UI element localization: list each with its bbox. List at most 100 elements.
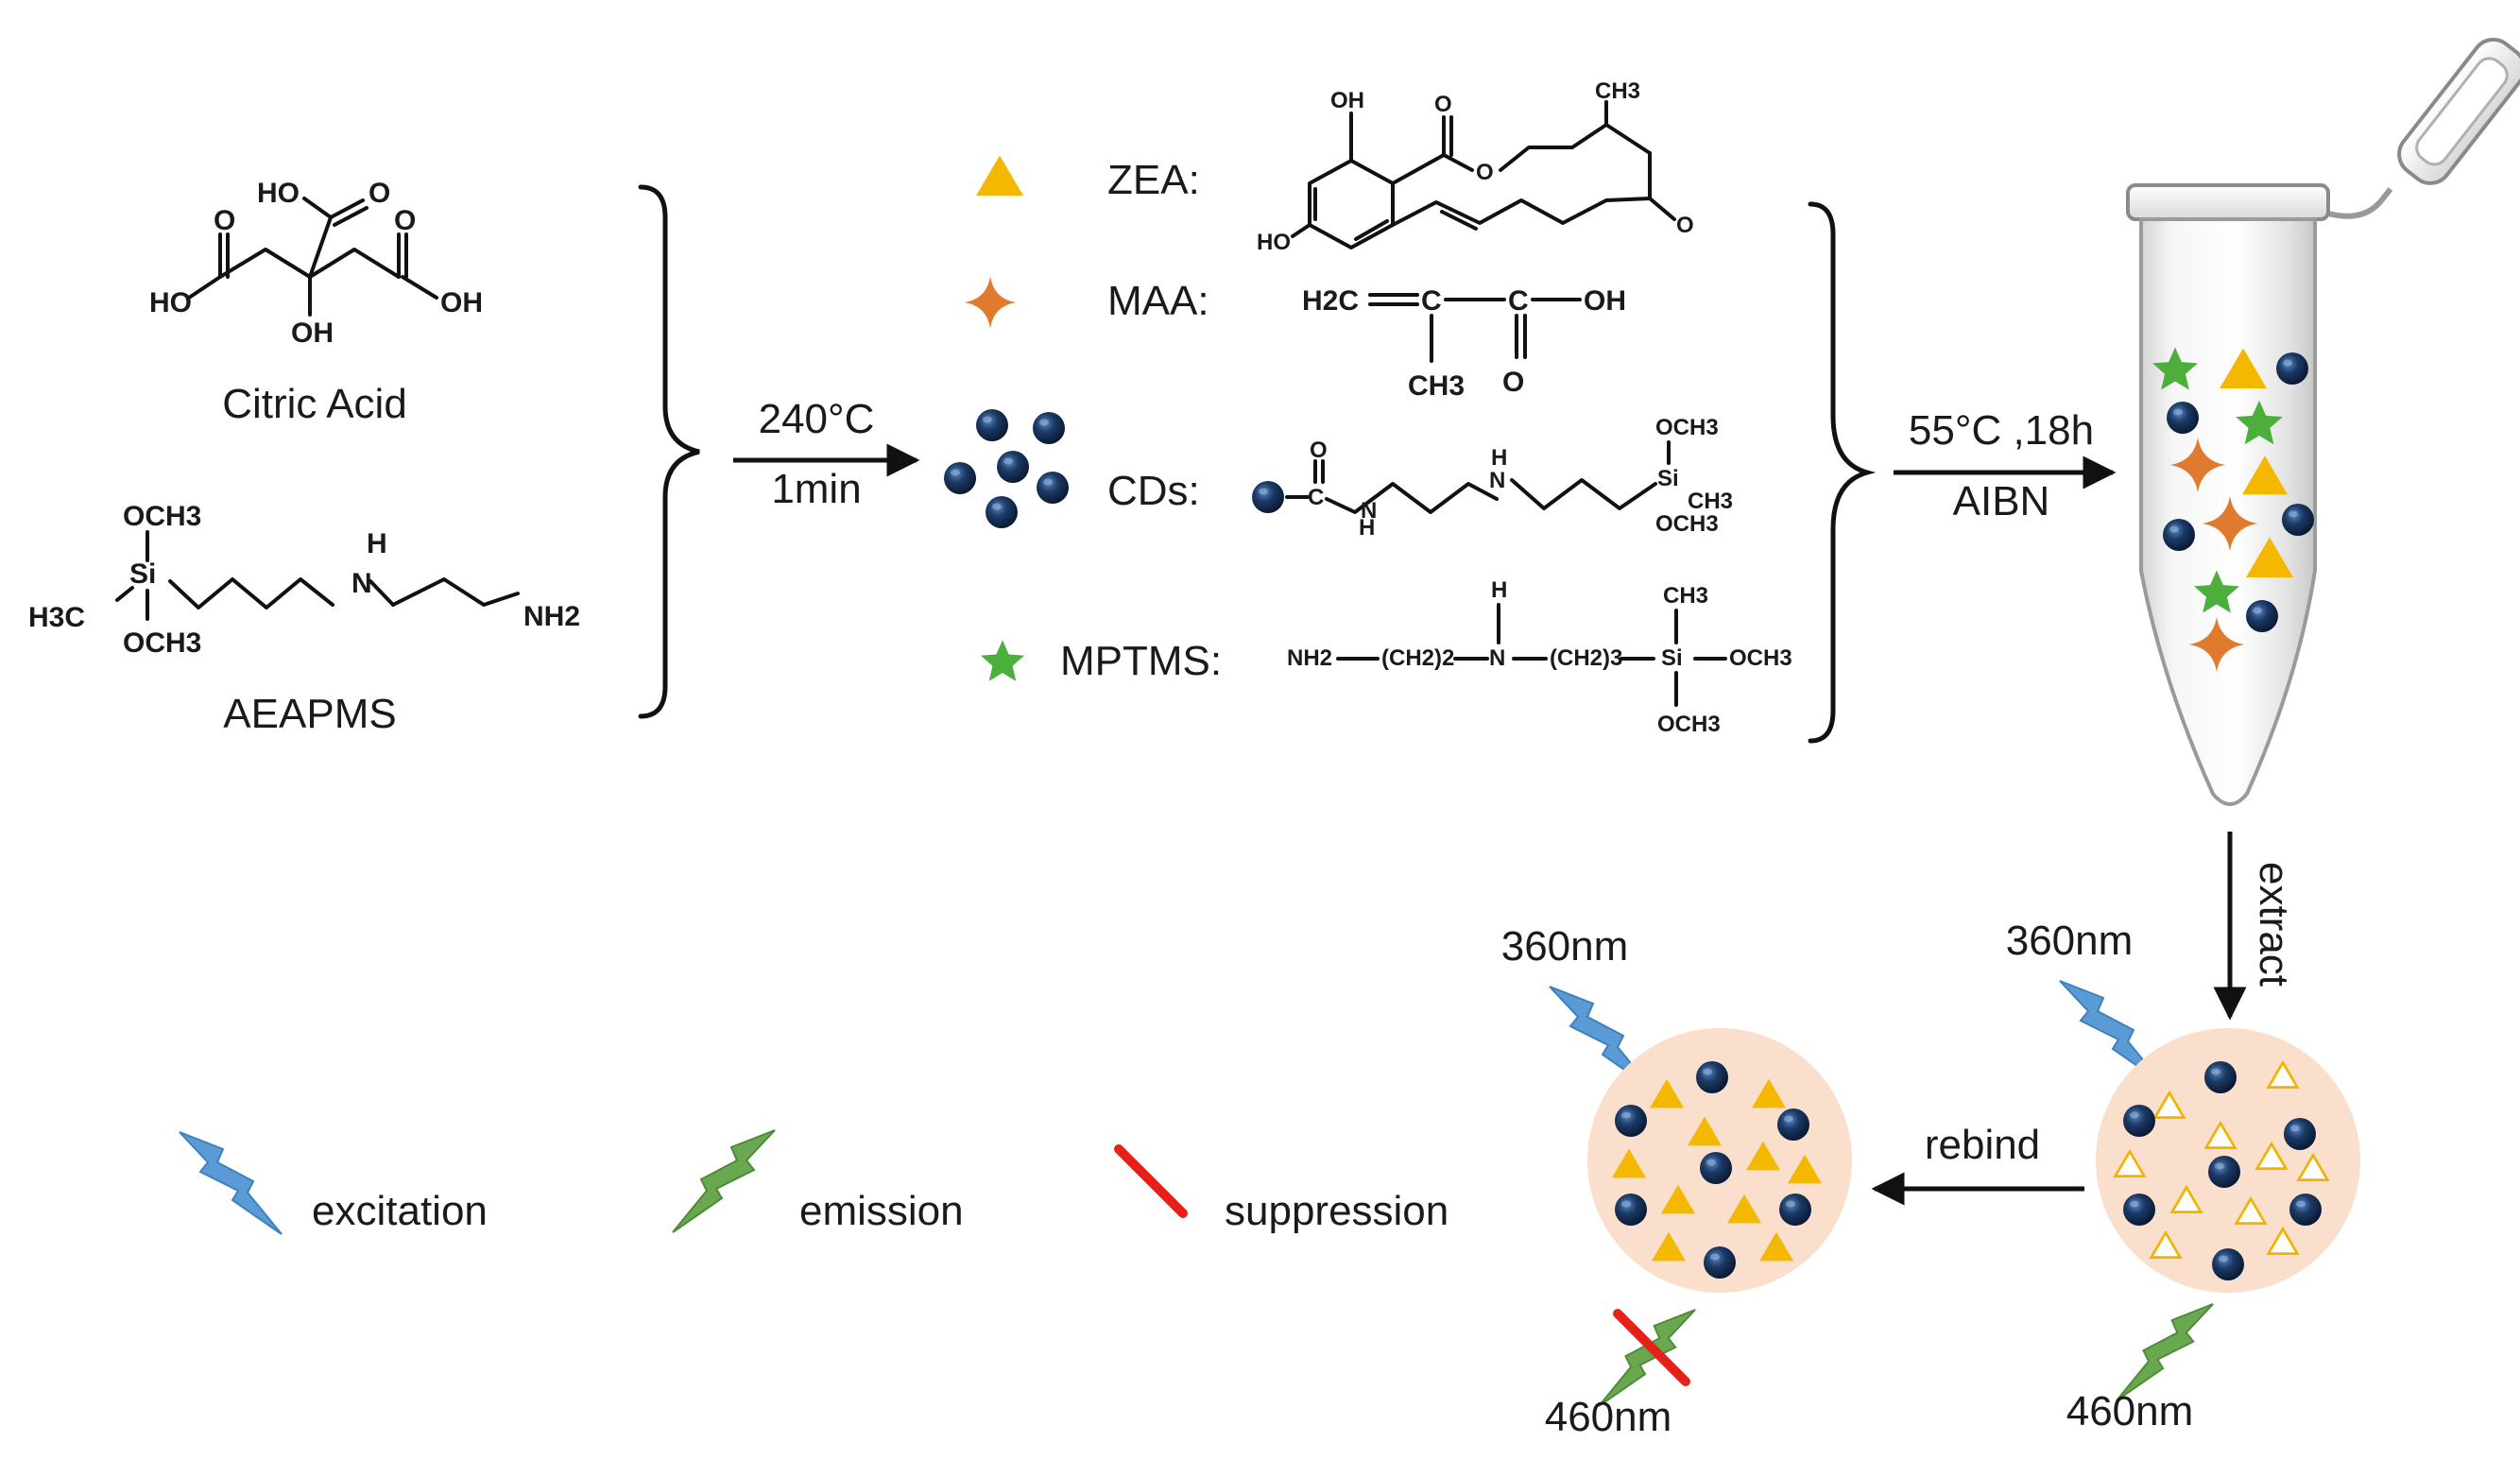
- aeapms-structure: OCH3 Si H3C OCH3 H N NH2: [28, 501, 580, 659]
- citric-acid-right-oh-bond: [401, 275, 438, 300]
- cd-particle: [2204, 1061, 2237, 1093]
- mptms-och3-bottom: OCH3: [1657, 712, 1721, 737]
- mptms-star-icon: [980, 640, 1025, 681]
- aeapms-propyl-chain: [168, 577, 334, 610]
- zea-structure: OH O O CH3 HO O: [1257, 78, 1694, 255]
- citric-acid-o-top: O: [369, 178, 390, 209]
- aeapms-och3-top: OCH3: [123, 501, 201, 532]
- right-brace: [1808, 201, 1877, 744]
- citric-acid-co-double-bond-2: [333, 206, 369, 227]
- left-emission-bolt-icon: [1598, 1309, 1697, 1408]
- legend-suppression-line-icon: [1114, 1144, 1188, 1218]
- legend-suppression-label: suppression: [1225, 1188, 1449, 1234]
- cd-particle: [1696, 1061, 1728, 1093]
- cds-label: CDs:: [1107, 468, 1200, 514]
- cds-chain-1: [1325, 482, 1499, 514]
- zea-benzene-ring: [1308, 159, 1395, 249]
- citric-acid-co-double-bond: [329, 198, 365, 219]
- zea-o-ring: O: [1476, 160, 1494, 185]
- legend: excitation emission suppression: [179, 1129, 1449, 1235]
- cd-particle: [2167, 402, 2199, 434]
- maa-star-icon: [964, 276, 1017, 329]
- citric-acid-o-left: O: [214, 205, 235, 236]
- cds-h1: H: [1359, 515, 1375, 541]
- extract-label: extract: [2251, 862, 2297, 987]
- left-emission-wavelength: 460nm: [1545, 1394, 1672, 1440]
- tube-lid: [2397, 37, 2520, 185]
- carbon-dots-cluster: [944, 409, 1069, 528]
- step2-condition: 55°C ,18h: [1909, 407, 2094, 454]
- zea-ester-chain: [1391, 153, 1474, 185]
- cd-particle: [1700, 1152, 1732, 1184]
- citric-acid-left-oh-bond: [187, 275, 222, 300]
- zea-oh: OH: [1330, 88, 1364, 113]
- cd-particle: [2284, 1118, 2316, 1150]
- carbon-dot: [944, 462, 976, 494]
- cds-h2: H: [1491, 445, 1507, 471]
- zea-triangle-icon: [976, 155, 1023, 196]
- aeapms-h: H: [367, 528, 387, 559]
- cd-particle: [2289, 1194, 2322, 1226]
- right-excitation-wavelength: 360nm: [2006, 918, 2134, 964]
- citric-acid-o-right: O: [394, 205, 416, 236]
- maa-c2: C: [1508, 285, 1529, 317]
- mptms-ch2-2: (CH2)2: [1381, 645, 1454, 671]
- mptms-h: H: [1491, 577, 1507, 603]
- zea-ho: HO: [1257, 230, 1291, 255]
- carbon-dot: [976, 409, 1008, 441]
- cds-si: Si: [1657, 466, 1679, 491]
- cd-particle: [1615, 1194, 1647, 1226]
- citric-acid-carboxyl-bond: [308, 215, 333, 279]
- zea-ho-bond: [1291, 223, 1311, 238]
- cd-particle: [2123, 1105, 2155, 1137]
- zea-label: ZEA:: [1107, 157, 1200, 203]
- left-excitation-wavelength: 360nm: [1501, 923, 1629, 970]
- cds-ch3: CH3: [1688, 489, 1733, 514]
- mptms-si: Si: [1661, 645, 1683, 671]
- cds-chain-2: [1510, 478, 1657, 510]
- step1-temperature: 240°C: [759, 396, 875, 442]
- cd-particle: [2212, 1248, 2244, 1280]
- maa-o: O: [1502, 367, 1524, 398]
- citric-acid-oh-right: OH: [440, 287, 483, 318]
- maa-h2c: H2C: [1302, 285, 1359, 317]
- mptms-och3-right: OCH3: [1729, 645, 1792, 671]
- cd-particle: [2282, 504, 2314, 536]
- cds-carbon-dot: [1252, 481, 1284, 513]
- right-emission-bolt-icon: [2116, 1303, 2215, 1402]
- aeapms-si-ch3-bond: [115, 586, 134, 602]
- legend-emission-bolt-icon: [672, 1129, 776, 1233]
- aeapms-si: Si: [129, 558, 156, 590]
- left-suppression-mark-icon: [1613, 1309, 1690, 1386]
- aeapms-nh2: NH2: [523, 601, 580, 632]
- maa-ch3: CH3: [1408, 370, 1465, 402]
- cds-n1: N: [1361, 498, 1377, 524]
- zea-macrocycle-right: [1648, 151, 1676, 221]
- cds-structure: C O H N H N OCH3 Si CH3 OCH3: [1252, 415, 1733, 541]
- cd-particle: [1777, 1108, 1809, 1141]
- carbon-dot: [997, 451, 1029, 483]
- citric-acid-structure: HO O O O HO OH OH: [149, 178, 483, 349]
- aeapms-och3-bottom: OCH3: [123, 627, 201, 659]
- zea-ch3: CH3: [1595, 78, 1640, 104]
- citric-acid-coh-bond: [302, 197, 333, 219]
- cd-particle: [1779, 1194, 1811, 1226]
- maa-oh: OH: [1584, 285, 1626, 317]
- mptms-structure: NH2 (CH2)2 H N (CH2)3 CH3 Si OCH3 OCH3: [1287, 577, 1792, 737]
- citric-acid-ho-top: HO: [257, 178, 300, 209]
- maa-structure: H2C C C OH CH3 O: [1302, 285, 1626, 402]
- cd-particle: [2208, 1156, 2240, 1188]
- cds-c: C: [1308, 485, 1324, 510]
- step1-time: 1min: [771, 466, 861, 512]
- aeapms-n-ch2-bond: [369, 579, 395, 607]
- mptms-nh2: NH2: [1287, 645, 1332, 671]
- cd-particle: [2246, 600, 2278, 632]
- step2-initiator: AIBN: [1953, 478, 2050, 524]
- cd-particle: [1704, 1246, 1736, 1279]
- cd-particle: [2123, 1194, 2155, 1226]
- cds-n2: N: [1489, 468, 1505, 493]
- citric-acid-ho-left: HO: [149, 287, 192, 318]
- zea-alkene-double: [1440, 210, 1478, 231]
- carbon-dot: [1033, 412, 1065, 444]
